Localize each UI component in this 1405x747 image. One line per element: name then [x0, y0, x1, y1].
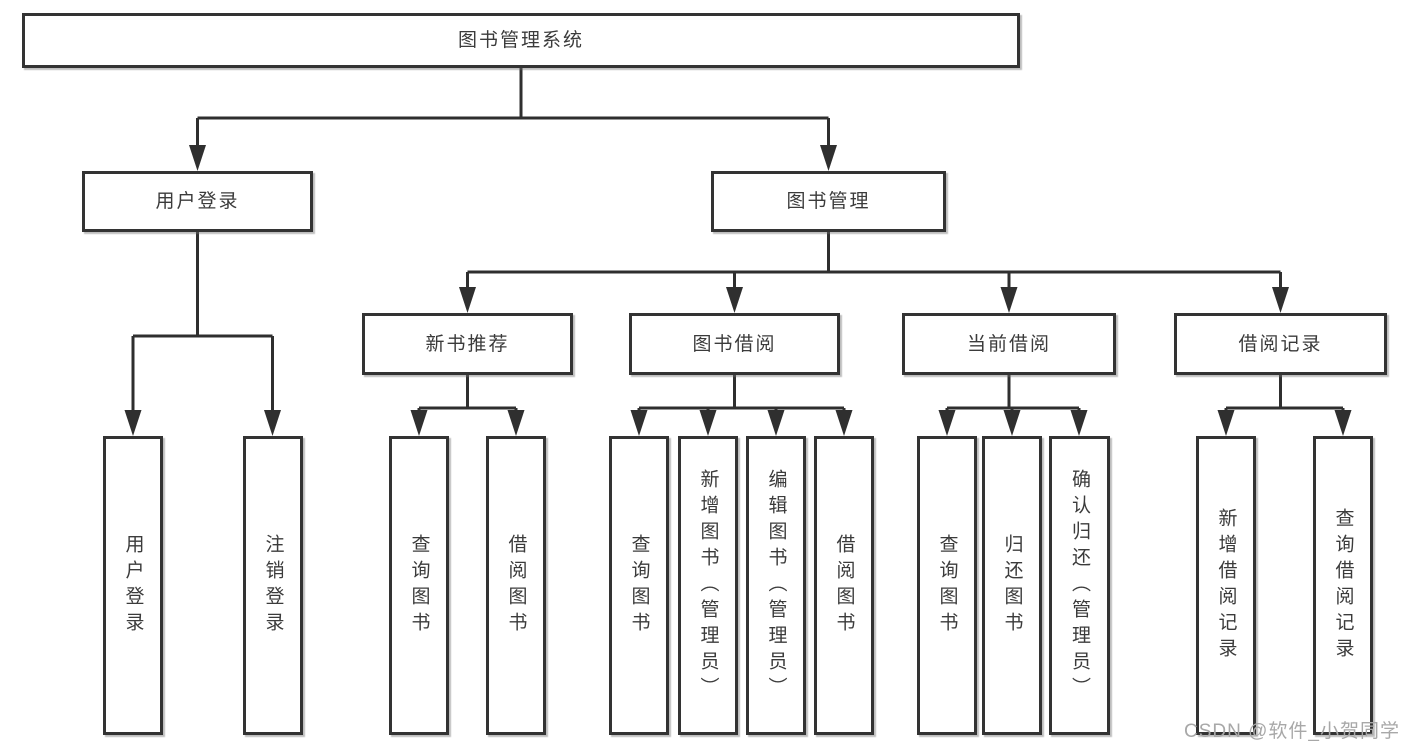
- node-user-login: 用户登录: [82, 171, 313, 232]
- leaf-borrowing-edit-books-admin: 编辑图书（管理员）: [746, 436, 806, 735]
- leaf-borrowing-borrow-books: 借阅图书: [814, 436, 874, 735]
- leaf-user-login: 用户登录: [103, 436, 163, 735]
- leaf-newbook-query-books: 查询图书: [389, 436, 449, 735]
- leaf-newbook-borrow-books: 借阅图书: [486, 436, 546, 735]
- leaf-records-add-borrow-record: 新增借阅记录: [1196, 436, 1256, 735]
- node-book-borrowing: 图书借阅: [629, 313, 840, 375]
- leaf-current-query-books: 查询图书: [917, 436, 977, 735]
- leaf-current-return-books: 归还图书: [982, 436, 1042, 735]
- leaf-records-query-borrow-record: 查询借阅记录: [1313, 436, 1373, 735]
- node-new-book-recommendation: 新书推荐: [362, 313, 573, 375]
- node-current-borrowing: 当前借阅: [902, 313, 1116, 375]
- node-library-management-system: 图书管理系统: [22, 13, 1020, 68]
- leaf-current-confirm-return-admin: 确认归还（管理员）: [1049, 436, 1110, 735]
- node-book-management: 图书管理: [711, 171, 946, 232]
- csdn-watermark: CSDN @软件_小贺同学: [1184, 721, 1400, 742]
- leaf-borrowing-query-books: 查询图书: [609, 436, 669, 735]
- leaf-borrowing-add-books-admin: 新增图书（管理员）: [678, 436, 738, 735]
- leaf-logout-login: 注销登录: [243, 436, 303, 735]
- node-borrowing-records: 借阅记录: [1174, 313, 1387, 375]
